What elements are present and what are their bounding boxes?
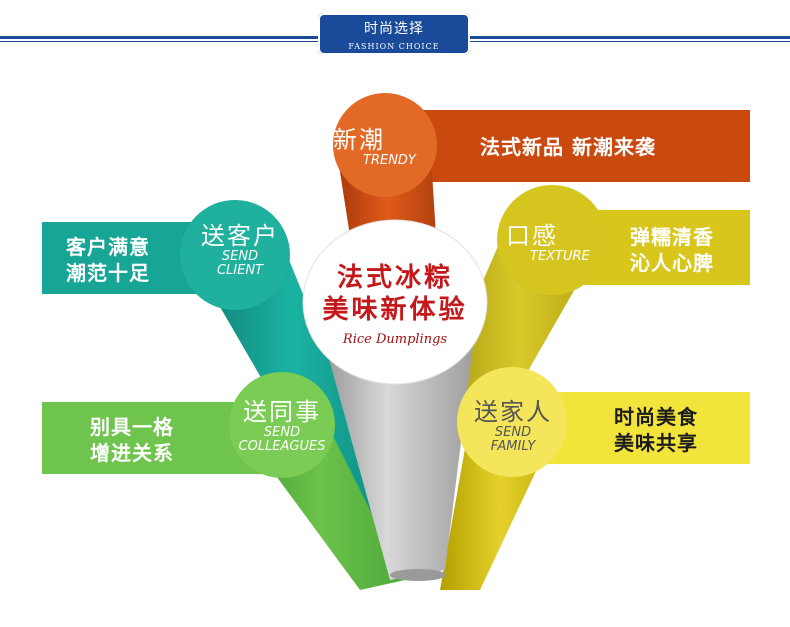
header-badge: 时尚选择 FASHION CHOICE (318, 13, 470, 55)
family-banner-line-1: 时尚美食 (614, 405, 698, 429)
family-label-en-2: FAMILY (490, 439, 536, 454)
texture-label-cn: 口感 (506, 222, 558, 250)
center-label: 法式冰粽 美味新体验 Rice Dumplings (305, 262, 485, 347)
colleagues-label: 送同事 SEND COLLEAGUES (222, 398, 342, 454)
client-banner-line-1: 客户满意 (66, 235, 150, 259)
colleagues-cap (229, 372, 335, 478)
trendy-banner-line: 法式新品 新潮来袭 (480, 135, 656, 159)
center-cap (302, 219, 488, 385)
family-banner-line-2: 美味共享 (614, 431, 698, 455)
colleagues-banner-line-2: 增进关系 (90, 441, 174, 465)
colleagues-label-en-2: COLLEAGUES (238, 439, 326, 454)
texture-label-en: TEXTURE (530, 249, 590, 264)
client-banner-line-2: 潮范十足 (66, 261, 150, 285)
center-line-1: 法式冰粽 (336, 263, 453, 293)
family-label-en-1: SEND (494, 425, 532, 440)
colleagues-banner-bg (42, 402, 262, 474)
colleagues-label-cn: 送同事 (243, 398, 321, 426)
center-script: Rice Dumplings (342, 332, 448, 347)
colleagues-label-en-1: SEND (263, 425, 301, 440)
colleagues-banner: 别具一格 增进关系 (90, 414, 174, 466)
client-label-cn: 送客户 (201, 222, 279, 250)
header-title-en: FASHION CHOICE (348, 42, 440, 51)
texture-cap (497, 185, 607, 295)
client-cap (180, 200, 290, 310)
center-line-2: 美味新体验 (322, 295, 468, 325)
trendy-cap (333, 93, 437, 197)
client-banner: 客户满意 潮范十足 (66, 234, 150, 286)
family-label: 送家人 SEND FAMILY (458, 398, 568, 454)
center-cylinder-base (390, 569, 446, 581)
header-rule-left-thin (0, 41, 318, 42)
family-label-cn: 送家人 (474, 398, 552, 426)
texture-label: 口感 TEXTURE (498, 222, 608, 264)
colleagues-banner-line-1: 别具一格 (90, 415, 174, 439)
client-label: 送客户 SEND CLIENT (185, 222, 295, 278)
family-banner: 时尚美食 美味共享 (614, 404, 698, 456)
client-label-en-1: SEND (221, 249, 259, 264)
texture-banner-line-1: 弹糯清香 (630, 225, 714, 249)
trendy-label: 新潮 TRENDY (333, 126, 443, 168)
trendy-banner: 法式新品 新潮来袭 (480, 134, 656, 160)
header-rule-right (470, 36, 790, 39)
trendy-label-en: TRENDY (363, 153, 416, 168)
header-title-cn: 时尚选择 (364, 21, 424, 37)
header-rule-right-thin (470, 41, 790, 42)
texture-banner-line-2: 沁人心脾 (630, 251, 714, 275)
family-cap (457, 367, 567, 477)
texture-banner: 弹糯清香 沁人心脾 (630, 224, 714, 276)
client-label-en-2: CLIENT (216, 263, 264, 278)
trendy-banner-bg (400, 110, 750, 182)
trendy-label-cn: 新潮 (333, 126, 385, 154)
header-rule-left (0, 36, 318, 39)
